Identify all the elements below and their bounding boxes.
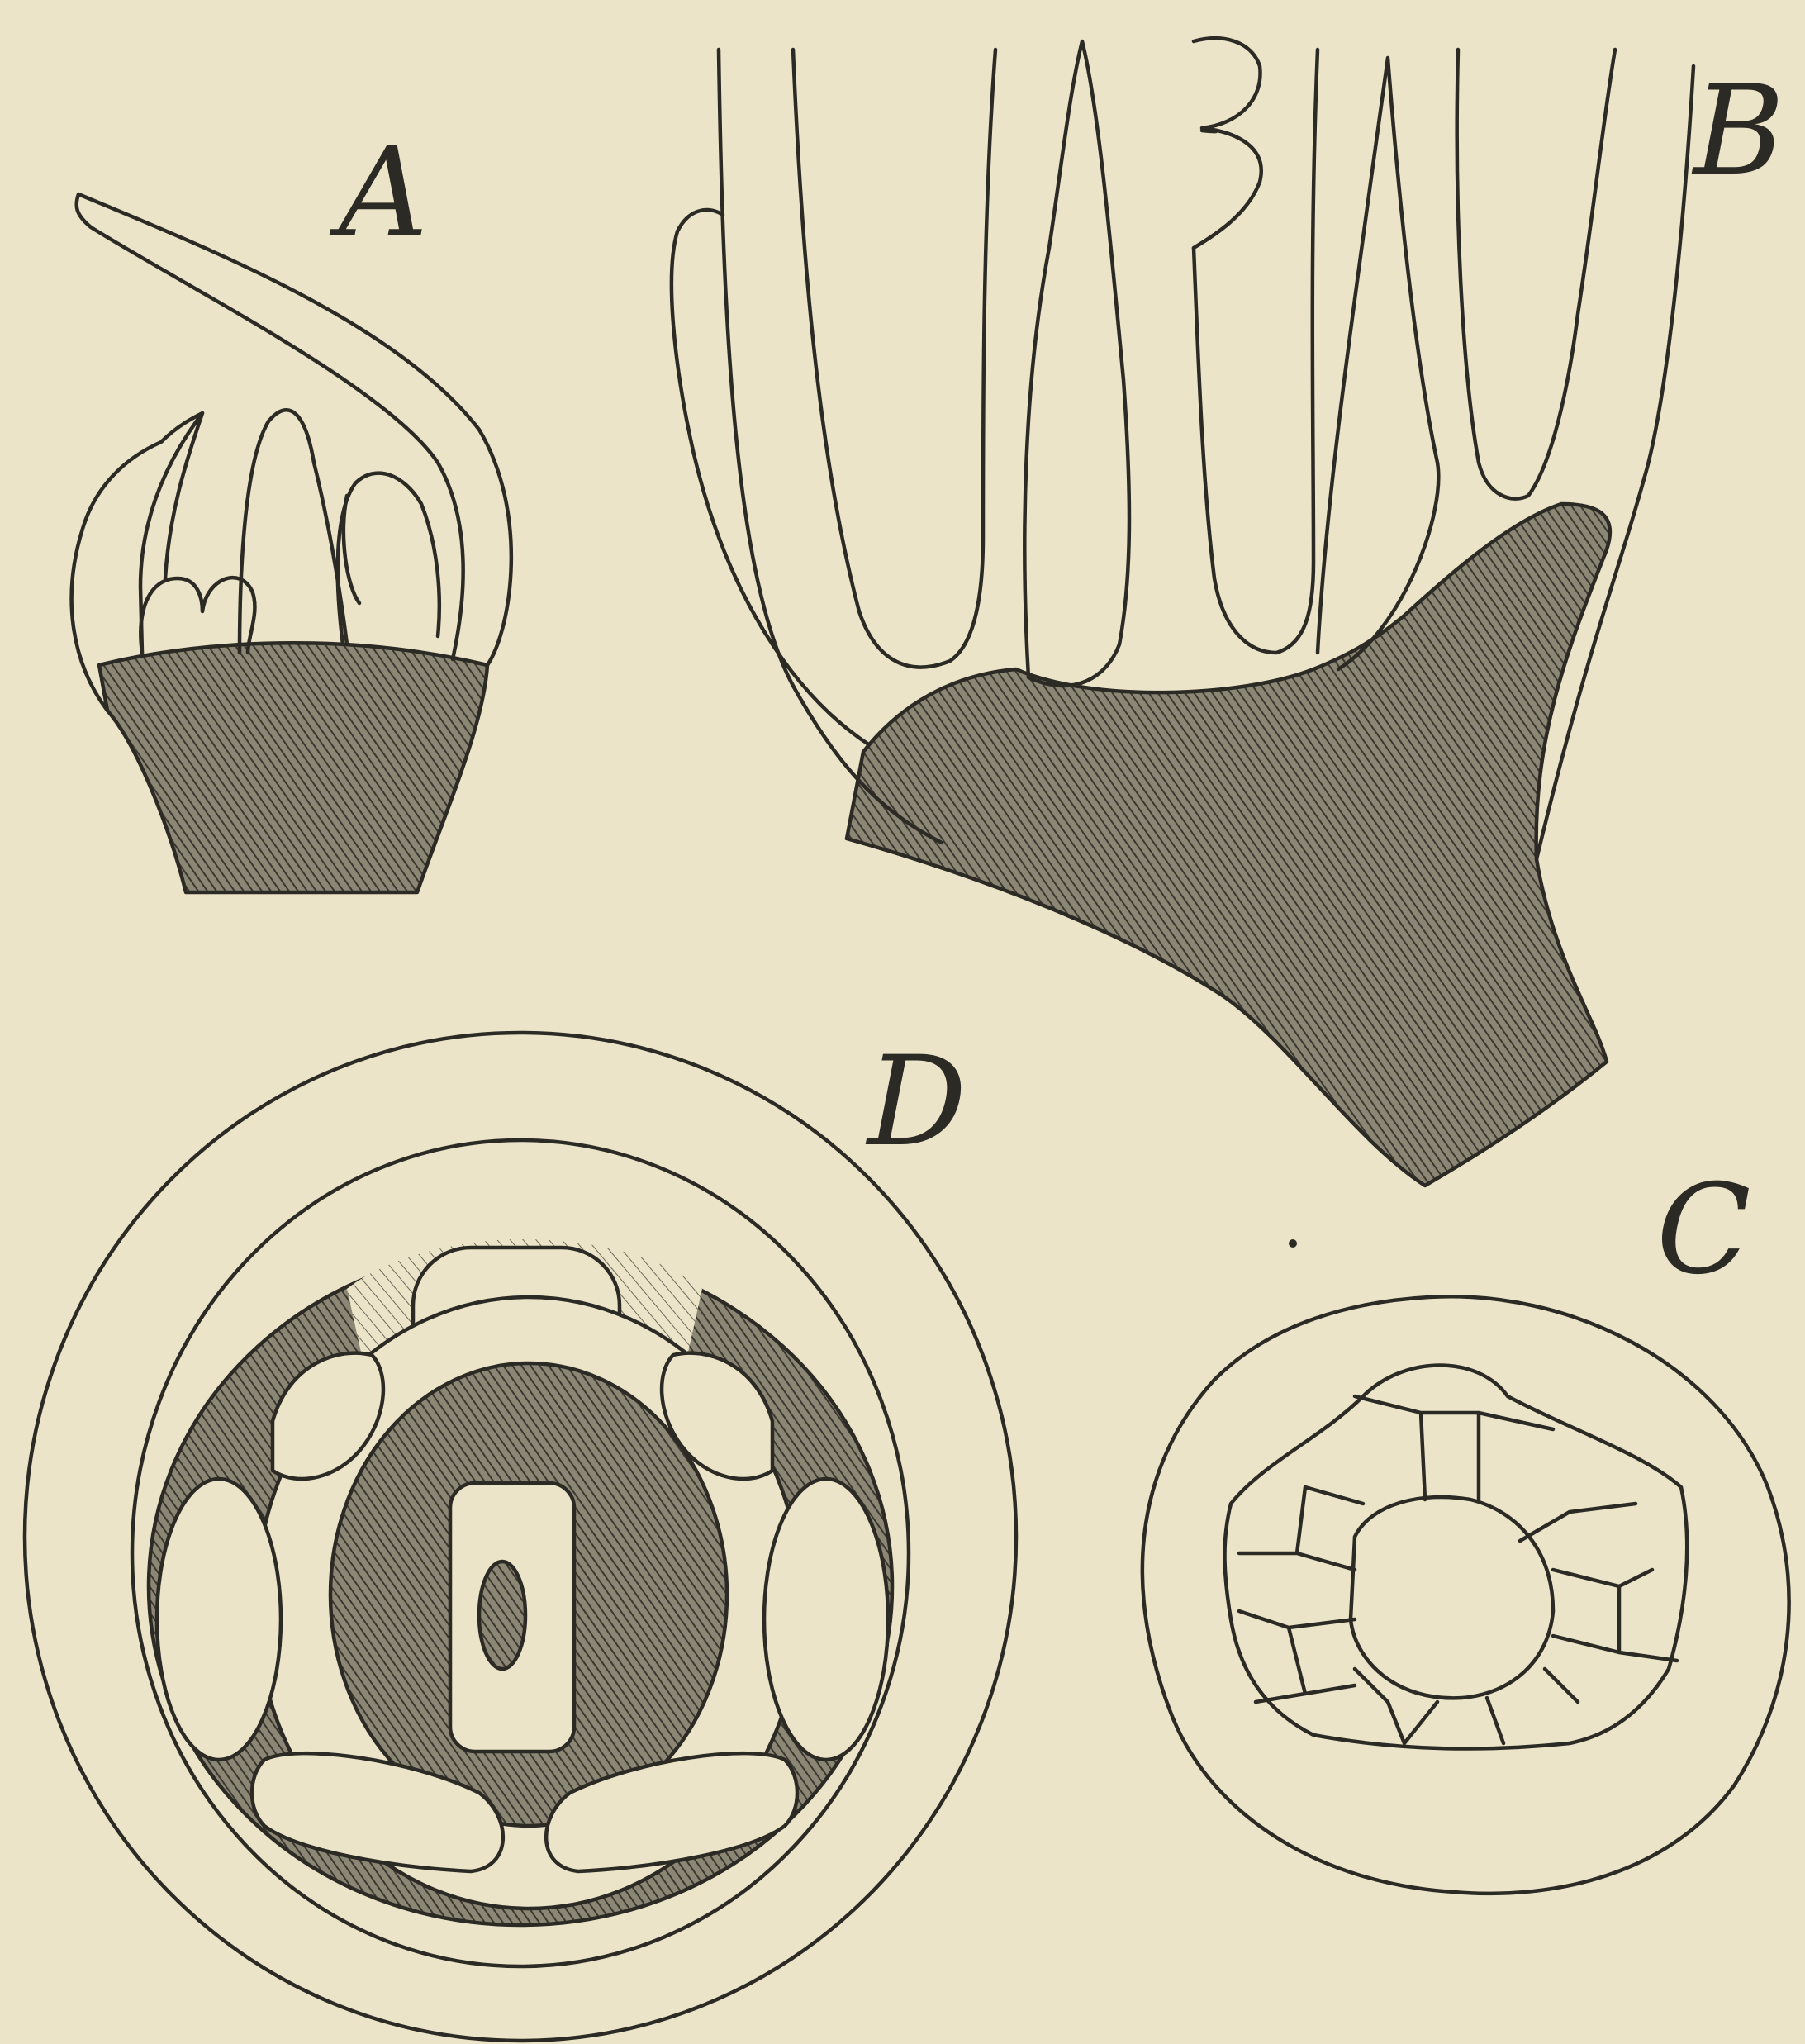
- panel-d-label: D: [865, 1030, 967, 1174]
- panel-b-petal-6: [1457, 50, 1615, 499]
- panel-b-label: B: [1691, 59, 1784, 203]
- panel-a: A: [72, 121, 511, 892]
- panel-c-center-cell: [1351, 1497, 1553, 1698]
- panel-d-left-side-lobe: [157, 1479, 281, 1760]
- panel-b-outer-right: [1537, 66, 1693, 859]
- panel-c-cell-walls: [1239, 1396, 1677, 1743]
- panel-c-label: C: [1656, 1158, 1751, 1302]
- panel-b: B: [672, 38, 1784, 1186]
- panel-c-core: [1225, 1366, 1688, 1749]
- panel-b-petal-4: [1194, 50, 1318, 653]
- panel-b-petal-1: [672, 210, 867, 744]
- panel-a-label: A: [329, 121, 428, 265]
- panel-b-petal-2: [793, 50, 995, 668]
- panel-a-base-hatch: [99, 643, 487, 892]
- panel-a-right-leaf: [338, 473, 439, 644]
- panel-d-ovule-nucleus: [479, 1562, 525, 1669]
- panel-a-sheath: [72, 194, 511, 711]
- panel-d: D: [25, 1030, 1016, 2041]
- panel-a-small-lobes: [140, 578, 254, 653]
- panel-a-inner-line: [344, 496, 359, 603]
- panel-c-outline: [1142, 1296, 1789, 1894]
- panel-b-fold: [1194, 38, 1261, 248]
- panel-b-petal-3: [1024, 41, 1129, 686]
- panel-c: C: [1142, 1158, 1789, 1894]
- panel-b-petal-5: [1318, 58, 1438, 669]
- speck: [1289, 1239, 1297, 1248]
- panel-d-right-side-lobe: [764, 1479, 888, 1760]
